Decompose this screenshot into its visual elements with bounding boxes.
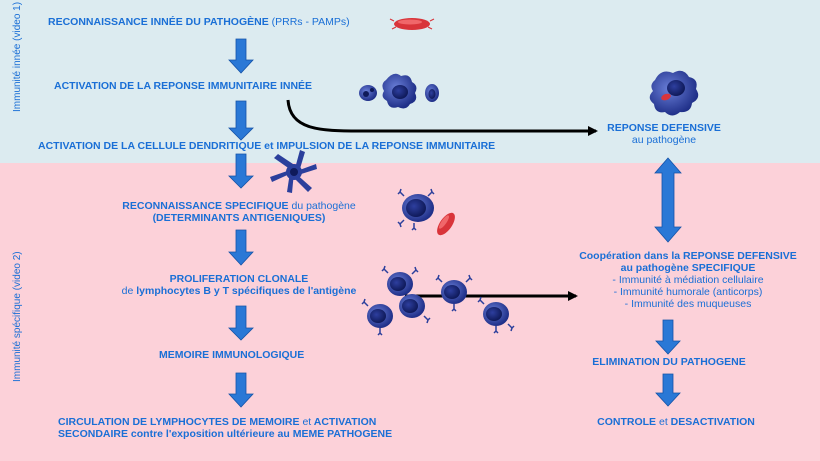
step-clonal-proliferation: PROLIFERATION CLONALE de lymphocytes B y… (122, 273, 357, 297)
step-memory-circulation: CIRCULATION DE LYMPHOCYTES DE MEMOIRE et… (58, 416, 392, 440)
control-a: CONTROLE (597, 416, 657, 428)
control-c: DESACTIVATION (670, 416, 755, 428)
innate-cells-icon (359, 73, 439, 109)
immunity-humoral: - Immunité humorale (anticorps) (613, 286, 763, 298)
lymphocyte-recognition-icon (397, 188, 455, 236)
defensive-response: REPONSE DEFENSIVE au pathogène (607, 122, 721, 146)
control-deactivation: CONTROLE et DESACTIVATION (597, 416, 755, 428)
down-arrow-2 (228, 100, 254, 141)
step-dendritic-c: IMPULSION DE LA REPONSE IMMUNITAIRE (276, 140, 496, 152)
step-circulation-d: SECONDAIRE contre l'exposition ultérieur… (58, 428, 393, 440)
defensive-response-title: REPONSE DEFENSIVE (607, 122, 721, 134)
cooperation-block: Coopération dans la REPONSE DEFENSIVE au… (579, 250, 797, 310)
step-dendritic-b: et (264, 140, 274, 152)
step-specific-b: du pathogène (291, 200, 356, 212)
macrophage-icon (649, 70, 699, 116)
step-dendritic-activation: ACTIVATION DE LA CELLULE DENDRITIQUE et … (38, 140, 495, 152)
step-clonal-c: lymphocytes B y T spécifiques de l'antig… (136, 285, 357, 297)
step-circulation-b: et (302, 416, 312, 428)
down-arrow-7 (655, 319, 681, 355)
step-specific-c: (DETERMINANTS ANTIGENIQUES) (152, 212, 326, 224)
down-arrow-3 (228, 153, 254, 189)
down-arrow-1 (228, 38, 254, 74)
step-clonal-a: PROLIFERATION CLONALE (169, 273, 309, 285)
step-innate-activation: ACTIVATION DE LA REPONSE IMMUNITAIRE INN… (54, 80, 313, 92)
step-innate-recognition-main: RECONNAISSANCE INNÉE DU PATHOGÈNE (48, 16, 269, 28)
cooperation-title: Coopération dans la REPONSE DEFENSIVE (579, 250, 797, 262)
step-dendritic-a: ACTIVATION DE LA CELLULE DENDRITIQUE (38, 140, 262, 152)
step-memory: MEMOIRE IMMUNOLOGIQUE (159, 349, 305, 361)
double-arrow (654, 157, 682, 243)
cooperation-sub: au pathogène SPECIFIQUE (620, 262, 756, 274)
down-arrow-6 (228, 372, 254, 408)
down-arrow-5 (228, 305, 254, 341)
control-b: et (658, 416, 668, 428)
pathogen-elimination: ELIMINATION DU PATHOGENE (592, 356, 746, 368)
immunity-cellular: - Immunité à médiation cellulaire (612, 274, 764, 286)
step-clonal-b: de (121, 285, 134, 297)
down-arrow-8 (655, 373, 681, 407)
innate-to-response-arrow (286, 99, 598, 136)
clonal-lymphocytes-icon (361, 265, 515, 336)
pathogen-icon (389, 18, 435, 30)
step-specific-recognition: RECONNAISSANCE SPECIFIQUE du pathogène (… (122, 200, 355, 224)
step-innate-recognition: RECONNAISSANCE INNÉE DU PATHOGÈNE (PRRs … (48, 16, 350, 28)
step-innate-recognition-extra: (PRRs - PAMPs) (271, 16, 350, 28)
step-circulation-c: ACTIVATION (313, 416, 377, 428)
step-specific-a: RECONNAISSANCE SPECIFIQUE (122, 200, 289, 212)
step-circulation-a: CIRCULATION DE LYMPHOCYTES DE MEMOIRE (58, 416, 300, 428)
down-arrow-4 (228, 229, 254, 266)
defensive-response-sub: au pathogène (631, 134, 697, 146)
immunity-mucosal: - Immunité des muqueuses (624, 298, 752, 310)
dendritic-cell-icon (270, 150, 317, 193)
